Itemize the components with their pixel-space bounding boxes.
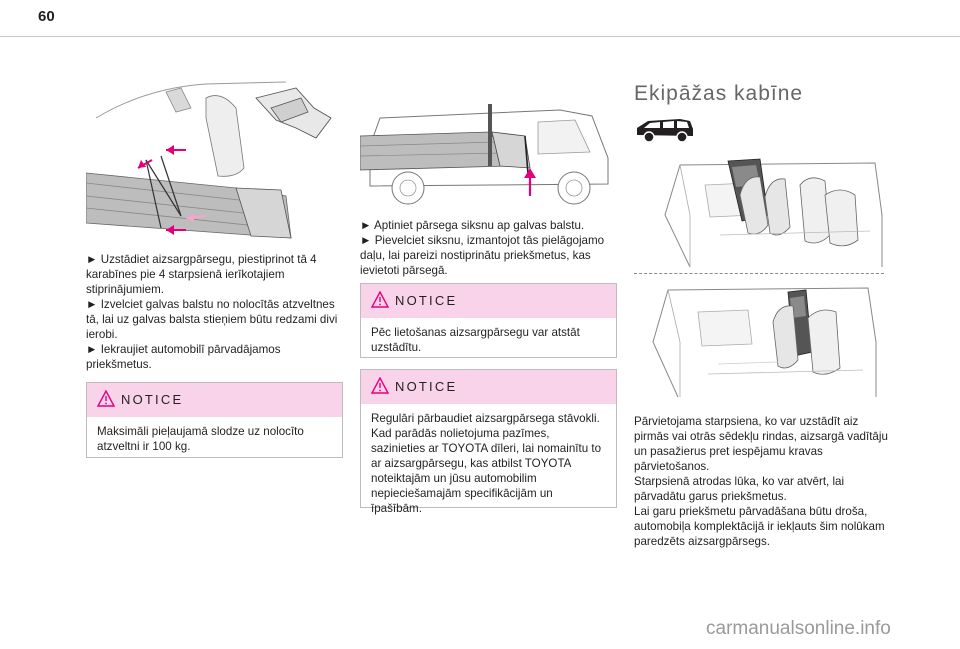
middle-notice-2-header: NOTICE (361, 370, 616, 404)
figure-van-side (360, 96, 615, 206)
watermark: carmanualsonline.info (706, 618, 891, 639)
middle-paragraph-2: ► Pievelciet siksnu, izmantojot tās piel… (360, 234, 605, 277)
right-paragraph-3: Lai garu priekšmetu pārvadāšana būtu dro… (634, 505, 885, 548)
left-instructions: ► Uzstādiet aizsargpārsegu, piestiprinot… (86, 252, 346, 372)
figure-partition-second-row (660, 155, 885, 270)
middle-notice-1-text: Pēc lietošanas aizsargpārsegu var atstāt… (371, 326, 580, 354)
left-notice-header: NOTICE (87, 383, 342, 417)
middle-notice-2-title: NOTICE (395, 379, 458, 394)
left-notice: NOTICE Maksimāli pieļaujamā slodze uz no… (86, 382, 343, 458)
figure-partition-first-row (648, 282, 888, 402)
warning-triangle-icon (96, 389, 116, 412)
warning-triangle-icon (370, 376, 390, 399)
left-notice-text: Maksimāli pieļaujamā slodze uz nolocīto … (97, 425, 304, 453)
middle-notice-1: NOTICE Pēc lietošanas aizsargpārsegu var… (360, 283, 617, 358)
middle-paragraph-1: ► Aptiniet pārsega siksnu ap galvas bals… (360, 219, 585, 232)
divider-dashed (634, 273, 884, 274)
right-description: Pārvietojama starpsiena, ko var uzstādīt… (634, 414, 894, 549)
middle-notice-1-title: NOTICE (395, 293, 458, 308)
page-number: 60 (38, 8, 55, 25)
section-title: Ekipāžas kabīne (634, 82, 804, 105)
right-paragraph-1: Pārvietojama starpsiena, ko var uzstādīt… (634, 415, 888, 473)
left-paragraph-3: ► Iekraujiet automobilī pārvadājamos pri… (86, 343, 281, 371)
left-notice-title: NOTICE (121, 392, 184, 407)
left-paragraph-2: ► Izvelciet galvas balstu no nolocītās a… (86, 298, 338, 341)
middle-notice-2-text: Regulāri pārbaudiet aizsargpārsega stāvo… (371, 412, 602, 515)
middle-notice-1-header: NOTICE (361, 284, 616, 318)
left-paragraph-1: ► Uzstādiet aizsargpārsegu, piestiprinot… (86, 253, 317, 296)
middle-instructions: ► Aptiniet pārsega siksnu ap galvas bals… (360, 218, 620, 278)
top-rule (0, 36, 960, 37)
warning-triangle-icon (370, 290, 390, 313)
right-paragraph-2: Starpsienā atrodas lūka, ko var atvērt, … (634, 475, 845, 503)
van-icon (634, 117, 696, 143)
figure-cover-install (86, 78, 341, 248)
middle-notice-2: NOTICE Regulāri pārbaudiet aizsargpārseg… (360, 369, 617, 515)
